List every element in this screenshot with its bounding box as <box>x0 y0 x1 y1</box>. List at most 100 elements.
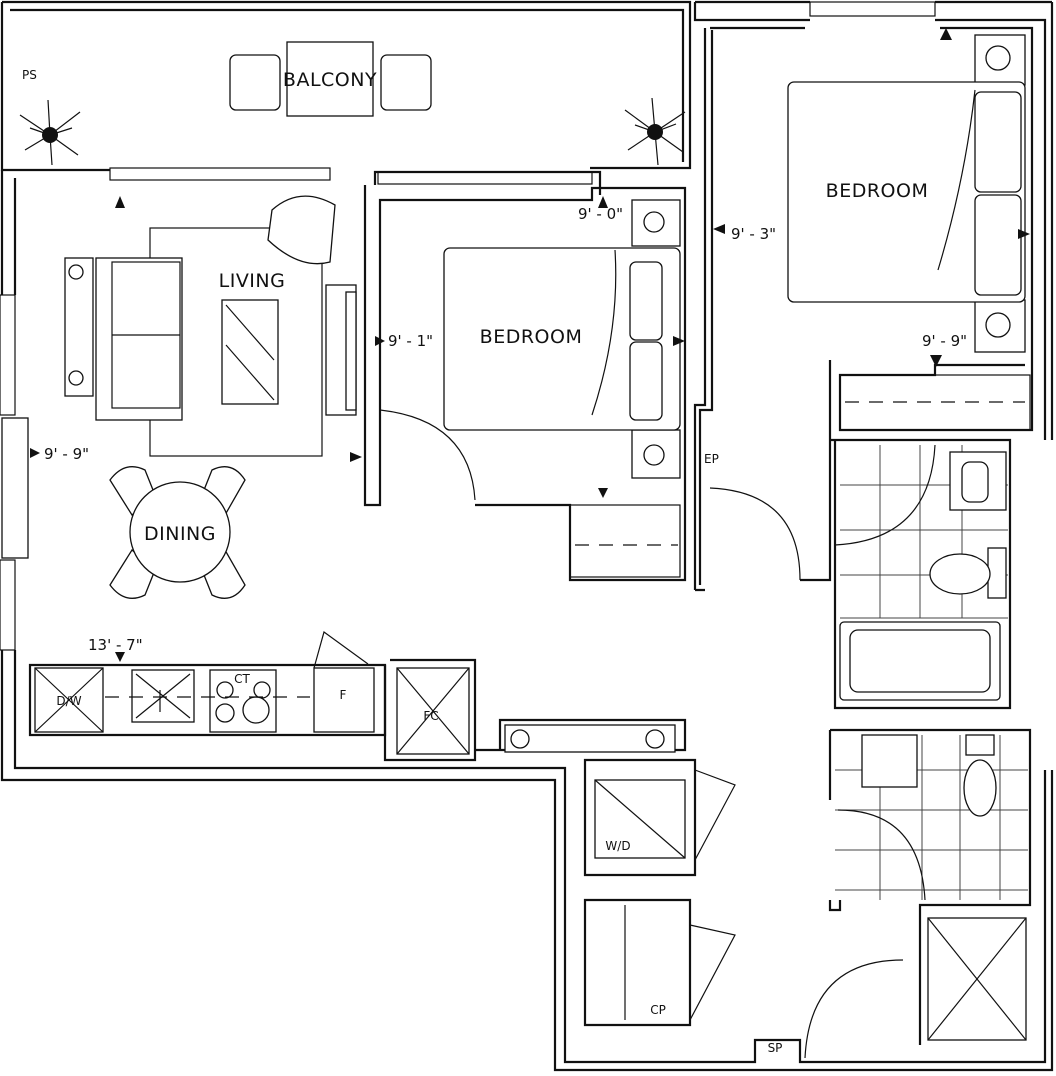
exterior-wall-east <box>693 0 1054 440</box>
dimension-bedroom-1-width: 9' - 0" <box>578 205 623 223</box>
bathroom-2-walls <box>828 728 1032 1045</box>
tag-dw: D/W <box>56 694 81 708</box>
tag-ep: EP <box>704 452 719 466</box>
pillow <box>974 91 1022 193</box>
window-living-lower <box>0 559 16 651</box>
lamp-icon <box>68 264 84 280</box>
fc-closet <box>383 658 477 762</box>
bedroom-2-furniture <box>787 34 1031 431</box>
bathroom-2-fixtures <box>804 734 1028 1059</box>
fridge-door-swing <box>313 631 369 669</box>
plant-right-icon <box>624 97 686 166</box>
tag-fridge: F <box>340 688 347 702</box>
arrow-icon <box>350 452 362 462</box>
closet-2 <box>839 374 1031 431</box>
plant-left-icon <box>19 99 81 166</box>
window-bedroom-2 <box>809 1 936 17</box>
bed-sheet <box>591 249 617 416</box>
dining-table <box>129 481 231 583</box>
lamp-icon <box>985 45 1011 71</box>
dimension-bedroom-2-depth: 9' - 3" <box>731 225 776 243</box>
bedroom-2-inner-walls <box>695 30 832 592</box>
door-swing <box>837 809 926 901</box>
balcony-furniture <box>19 41 686 166</box>
room-label-dining: DINING <box>144 523 216 545</box>
dimension-bedroom-2-width: 9' - 9" <box>922 332 967 350</box>
balcony-chair-left <box>229 54 281 111</box>
window-living-upper <box>0 294 16 416</box>
burner-icon <box>215 703 235 723</box>
labels: BALCONY LIVING DINING BEDROOM BEDROOM 9'… <box>22 68 967 1055</box>
burner-icon <box>242 696 270 724</box>
lamp-icon <box>643 211 665 233</box>
armchair <box>267 195 336 265</box>
coat-closet <box>583 898 692 1027</box>
bedroom-1-furniture <box>379 199 681 578</box>
bathroom-1-fixtures <box>709 444 1008 701</box>
tv <box>345 291 357 411</box>
closets <box>504 724 736 1021</box>
pillow <box>629 261 663 341</box>
arrow-icon <box>115 196 125 208</box>
toilet <box>929 553 991 595</box>
arrow-icon <box>30 448 40 458</box>
room-label-bedroom-1: BEDROOM <box>480 326 583 348</box>
pillow <box>629 341 663 421</box>
lamp-icon <box>68 370 84 386</box>
room-label-balcony: BALCONY <box>283 69 377 91</box>
dining-set <box>109 466 246 599</box>
tile-grid <box>835 735 1028 900</box>
tag-ps: PS <box>22 68 37 82</box>
bed <box>787 81 1026 303</box>
dimension-arrows <box>30 28 1030 662</box>
kitchen <box>34 631 470 755</box>
coffee-table <box>221 299 279 405</box>
living-furniture <box>64 195 357 457</box>
room-label-living: LIVING <box>219 270 286 292</box>
toilet-tank <box>987 547 1007 599</box>
hall-shelf <box>504 724 676 753</box>
window-bedroom-1 <box>377 171 593 185</box>
pillow <box>974 194 1022 296</box>
burner-icon <box>216 681 234 699</box>
arrow-icon <box>713 224 725 234</box>
room-label-bedroom-2: BEDROOM <box>826 180 929 202</box>
burner-icon <box>253 681 271 699</box>
lamp-icon <box>510 729 530 749</box>
toilet <box>963 759 997 817</box>
door-swing <box>834 444 936 546</box>
tag-ct: CT <box>234 672 250 686</box>
sofa <box>95 257 183 421</box>
tag-sp: SP <box>768 1041 783 1055</box>
exterior-wall-south-inner <box>13 178 1047 1064</box>
arrow-icon <box>940 28 952 40</box>
laundry-closet <box>583 758 697 877</box>
toilet-tank <box>965 734 995 756</box>
lamp-icon <box>645 729 665 749</box>
balcony-table <box>286 41 374 117</box>
tag-cp: CP <box>650 1003 666 1017</box>
laundry-door <box>694 769 736 861</box>
balcony-inner-outline <box>10 8 685 162</box>
dimension-living-width: 9' - 9" <box>44 445 89 463</box>
tag-wd: W/D <box>605 839 630 853</box>
bed-sheet <box>937 89 976 271</box>
bathroom-1-walls <box>800 438 1012 710</box>
exterior-wall-south <box>0 170 1054 1072</box>
dimension-bedroom-1-depth: 9' - 1" <box>388 332 433 350</box>
dimension-kitchen-length: 13' - 7" <box>88 636 143 654</box>
tag-fc: FC <box>423 709 438 723</box>
windows <box>0 1 936 651</box>
arrow-icon <box>115 652 125 662</box>
lamp-icon <box>643 444 665 466</box>
lamp-icon <box>985 312 1011 338</box>
sink-basin <box>961 461 989 503</box>
arrow-icon <box>375 336 385 346</box>
closet-door <box>689 924 736 1021</box>
balcony-chair-right <box>380 54 432 111</box>
arrow-icon <box>1018 229 1030 239</box>
door-swing <box>379 409 476 501</box>
window-living-north <box>109 167 331 181</box>
